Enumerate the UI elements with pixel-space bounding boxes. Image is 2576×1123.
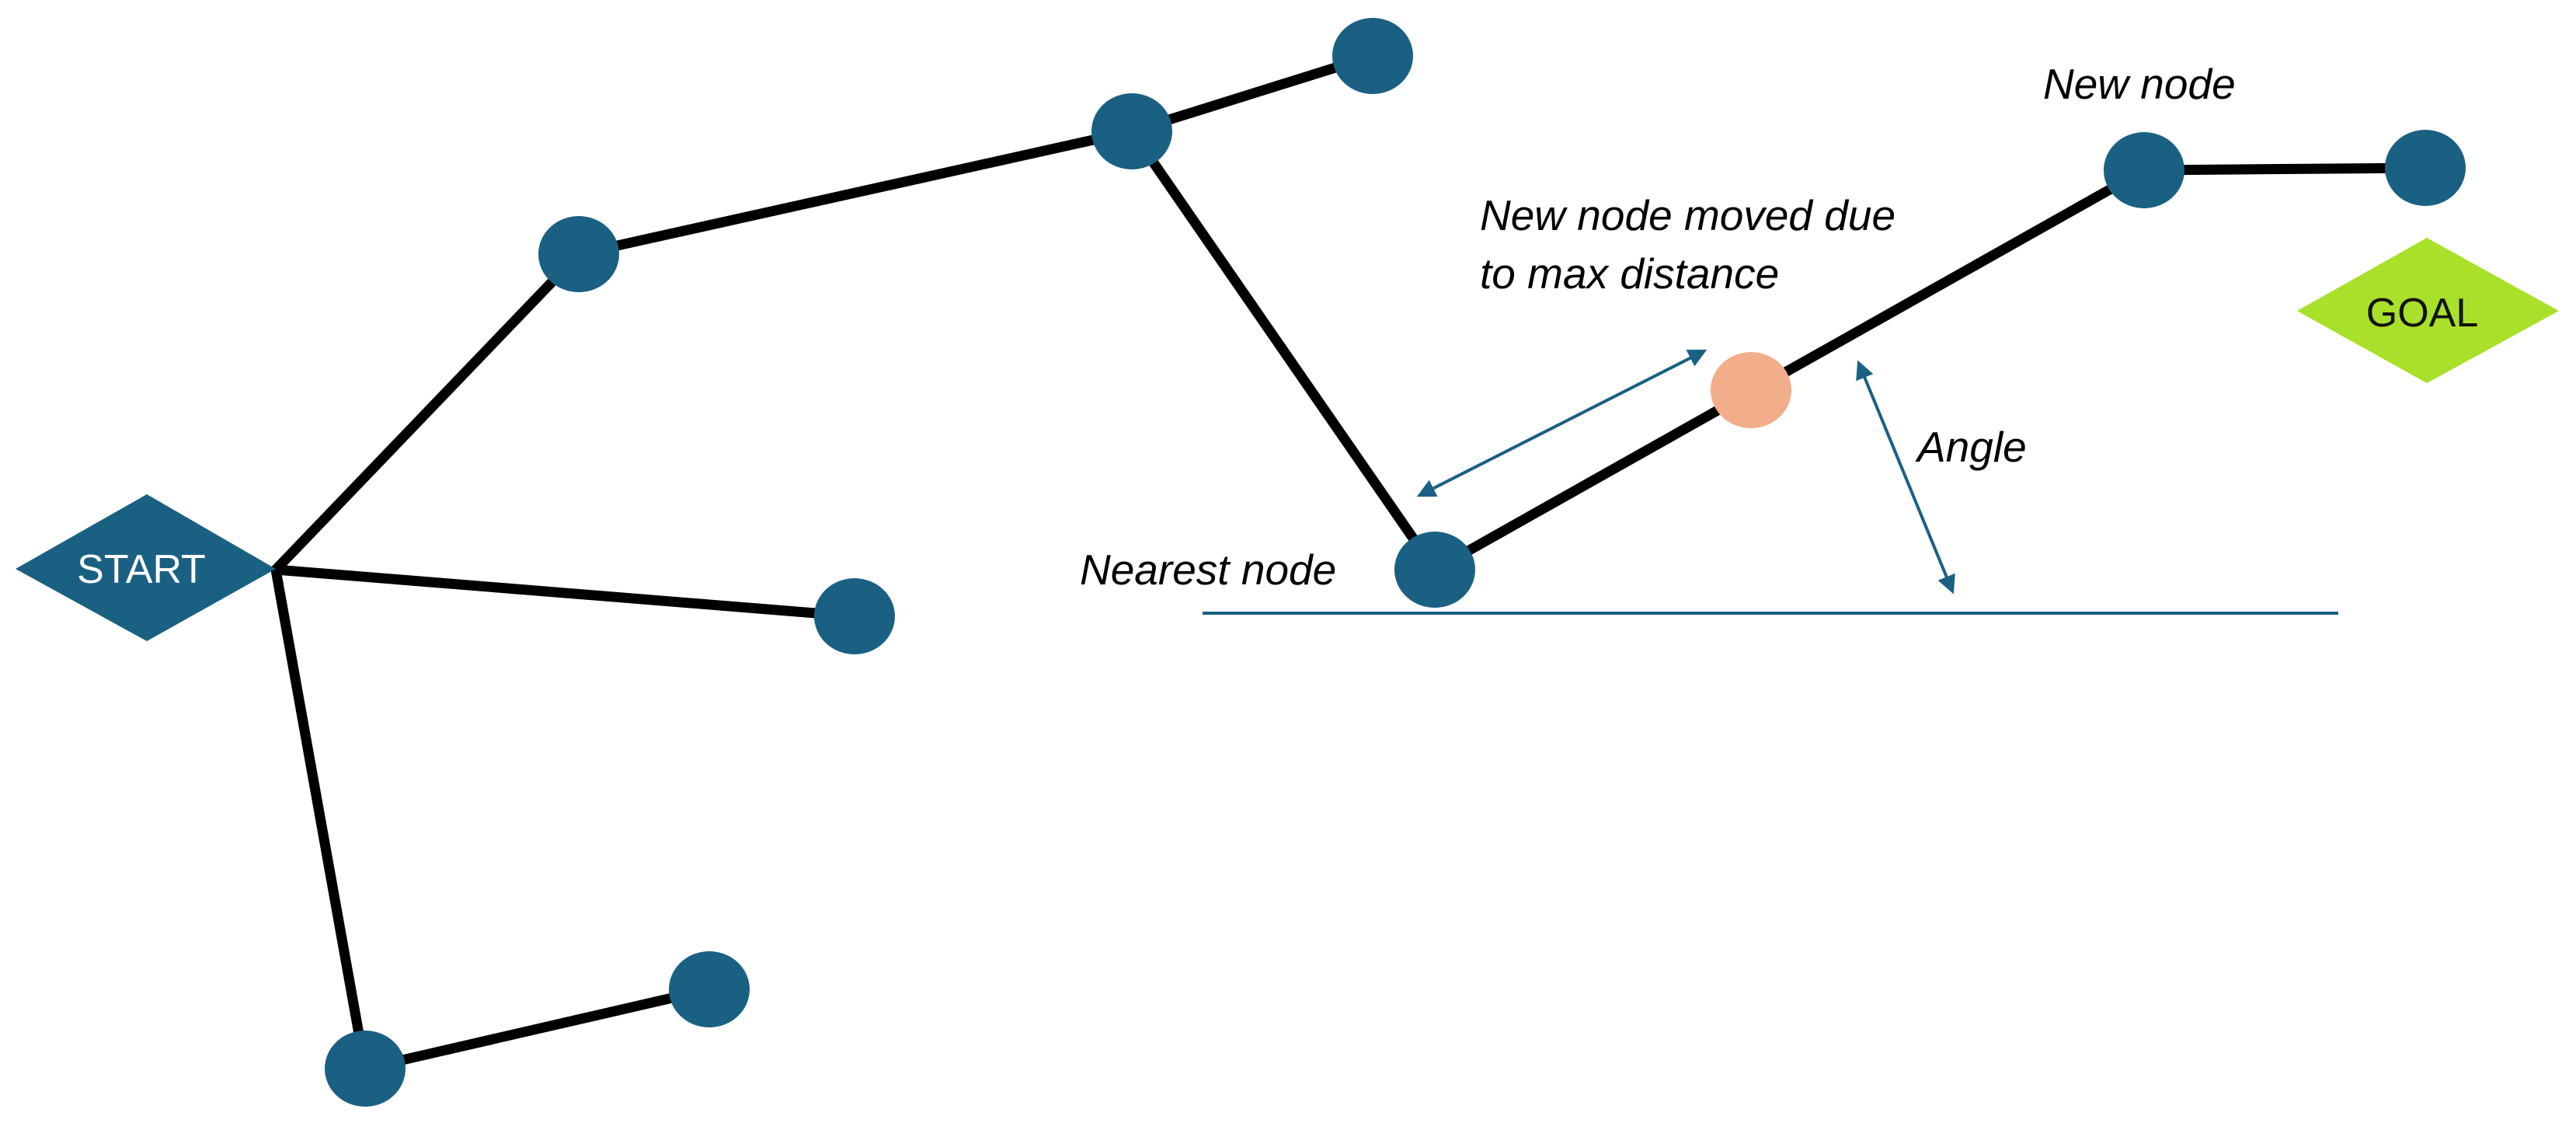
tree-node [538,216,619,292]
new-node-label: New node [2043,60,2236,108]
edge-node-b-to-nearest [1126,126,1440,575]
edge-new-node-to-end [2139,162,2431,176]
start-label: START [77,547,206,592]
tree-node [669,951,750,1027]
tree-nodes [325,18,2466,1107]
angle-label: Angle [1915,423,2027,471]
tree-node [325,1031,406,1107]
start-node: START [16,494,276,641]
edge-start-to-node-d [270,564,860,622]
angle-arrow [1856,360,1955,595]
edge-node-a-to-node-b [573,126,1137,260]
tree-node [814,578,895,654]
moved-new-node [1711,352,1791,428]
tree-node [1091,93,1172,169]
moved-node-label-line1: New node moved due [1480,191,1895,239]
moved-node-label-line2: to max distance [1480,249,1779,298]
edge-node-e-to-node-f [360,984,715,1074]
tree-edges [270,51,2431,1074]
nearest-node-label: Nearest node [1080,546,1336,594]
annotations: New node New node moved due to max dista… [1080,60,2236,594]
edge-nearest-to-new-node [1429,165,2150,575]
nearest-node [1394,532,1475,608]
tree-node [1332,18,1413,94]
goal-diamond [2297,238,2559,383]
edge-start-to-node-e [270,564,371,1074]
start-diamond [16,494,276,641]
tree-node [2385,130,2466,206]
goal-node: GOAL [2297,238,2559,383]
edge-start-to-node-a [270,249,584,575]
edge-node-b-to-node-c [1126,51,1378,137]
max-distance-arrow [1416,349,1707,497]
goal-label: GOAL [2366,291,2479,336]
new-node [2104,132,2184,208]
